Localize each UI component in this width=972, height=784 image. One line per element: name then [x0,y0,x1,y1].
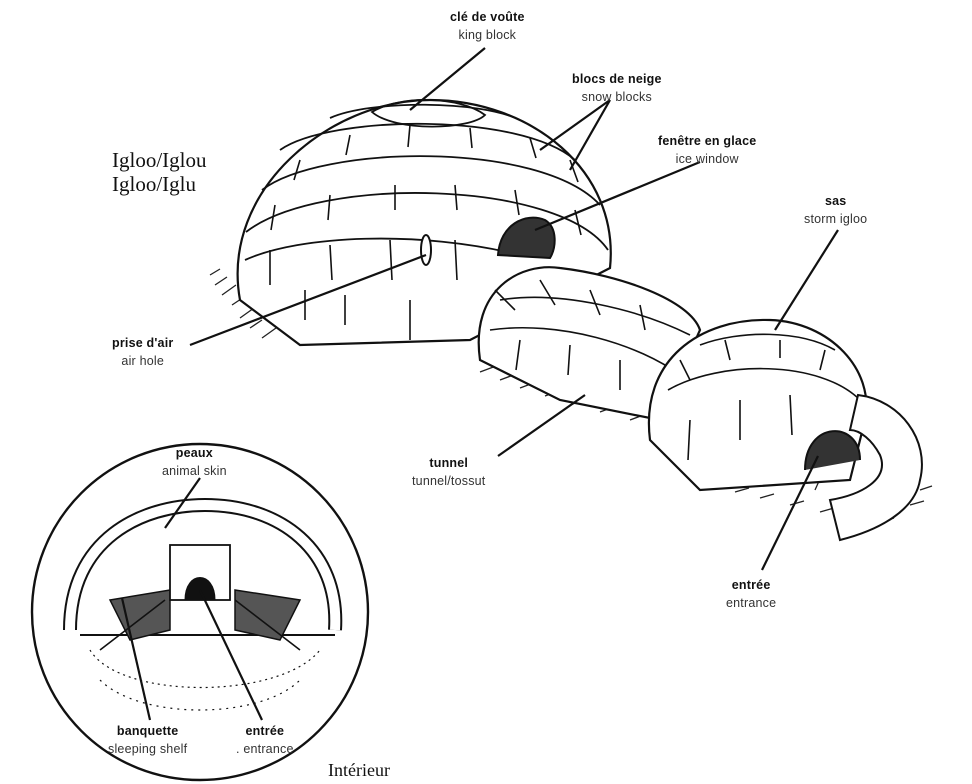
label-ice-window: fenêtre en glace ice window [658,132,756,168]
leader-animal-skin [164,477,201,529]
label-tunnel-en: tunnel/tossut [412,474,486,488]
tunnel-shape [477,266,702,422]
leader-ice-window [534,160,701,232]
label-storm-igloo-en: storm igloo [804,212,868,226]
label-storm-igloo: sas storm igloo [804,192,867,228]
leader-snow-blocks-1 [539,99,611,151]
label-king-block-fr: clé de voûte [450,10,525,24]
label-ice-window-en: ice window [675,152,739,166]
leader-air-hole [189,253,427,347]
label-air-hole: prise d'air air hole [112,334,173,370]
leader-tunnel [497,394,586,457]
label-ice-window-fr: fenêtre en glace [658,134,757,148]
label-storm-igloo-fr: sas [824,194,847,208]
label-animal-skin-en: animal skin [162,464,227,478]
air-hole-shape [420,234,432,266]
label-interior-entrance-en: . entrance [236,742,294,756]
interior-caption: Intérieur [328,760,390,780]
label-entrance: entrée entrance [726,576,776,612]
label-interior-entrance-fr: entrée [245,724,285,738]
label-snow-blocks: blocs de neige snow blocks [572,70,662,106]
label-king-block-en: king block [458,28,517,42]
label-snow-blocks-en: snow blocks [581,90,652,104]
label-air-hole-en: air hole [121,354,165,368]
label-sleeping-shelf-fr: banquette [116,724,179,738]
label-tunnel: tunnel tunnel/tossut [412,454,485,490]
title-line-1: Igloo/Iglou [112,148,207,172]
leader-lines [120,47,839,721]
leader-king-block [409,47,486,111]
title-line-2: Igloo/Iglu [112,172,196,196]
label-tunnel-fr: tunnel [429,456,469,470]
leader-storm-igloo [774,229,839,331]
leader-entrance [761,455,819,571]
label-entrance-en: entrance [726,596,777,610]
label-entrance-fr: entrée [731,578,771,592]
label-sleeping-shelf-en: sleeping shelf [108,742,188,756]
diagram-title: Igloo/Iglou Igloo/Iglu [112,148,207,196]
interior-view [30,442,370,782]
label-interior-entrance: entrée . entrance [236,722,294,758]
label-king-block: clé de voûte king block [450,8,525,44]
leader-snow-blocks-2 [569,99,611,171]
label-air-hole-fr: prise d'air [112,336,174,350]
leader-interior-entrance [199,589,263,721]
leader-sleeping-shelf [120,597,152,721]
label-sleeping-shelf: banquette sleeping shelf [108,722,187,758]
label-animal-skin: peaux animal skin [162,444,227,480]
storm-igloo-shape [647,318,923,542]
label-snow-blocks-fr: blocs de neige [572,72,662,86]
label-animal-skin-fr: peaux [175,446,213,460]
